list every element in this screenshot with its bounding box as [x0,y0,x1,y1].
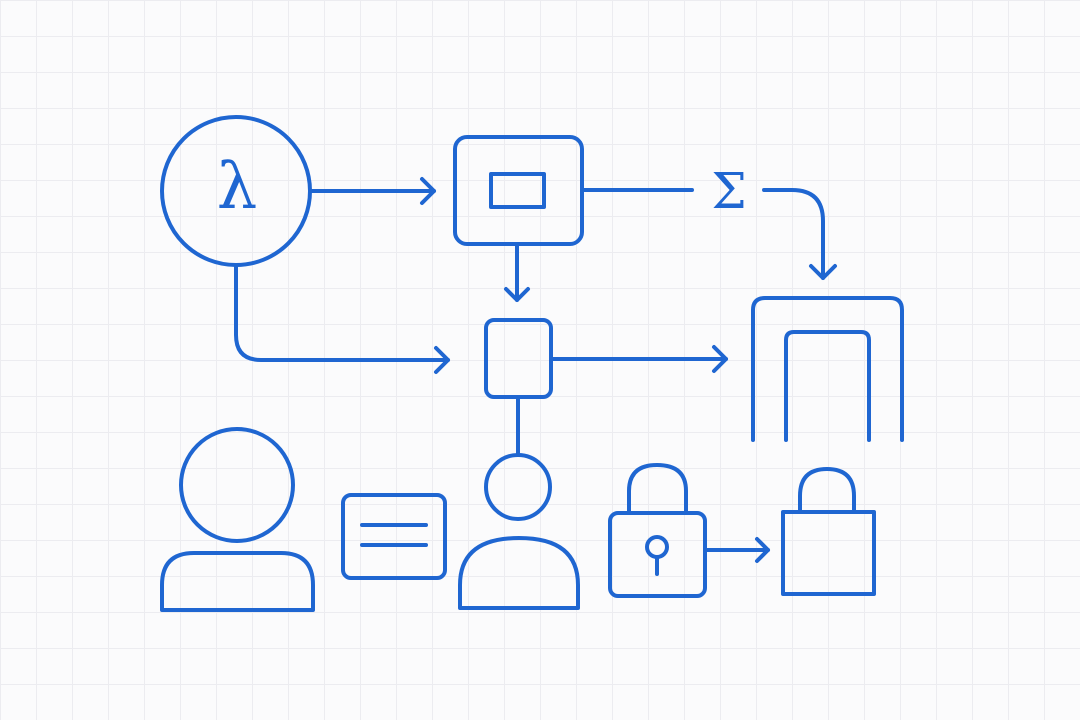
lambda-icon: λ [217,150,258,224]
gate-icon [751,296,904,442]
container-box-node [453,135,584,246]
padlock-keyhole-icon [608,463,707,598]
arrow-head-lambda-to-square [434,346,450,374]
sigma-icon: Σ [711,162,746,220]
padlock-keyhole-shackle [627,463,688,515]
container-outer-rect [453,135,584,246]
container-box-icon [489,172,546,209]
padlock-body [781,510,876,596]
user-left-body [160,551,315,612]
user-center-icon [458,453,580,610]
message-card-frame [341,493,447,580]
edge-lambda-to-square [234,265,450,362]
keyhole-circle [645,535,669,559]
user-left-icon [160,427,315,612]
message-card-icon [341,493,447,580]
padlock-keyhole-body [608,511,707,598]
user-left-head [179,427,295,543]
user-center-body [458,536,580,610]
padlock-shackle [798,467,856,514]
edge-sigma-to-gate [762,188,825,280]
arrow-head-square-to-gate [712,345,728,373]
arrow-head-lambda-to-container [420,177,436,205]
arrow-head-padlock-to-padlock [755,537,770,563]
arrow-head-sigma-to-gate [809,264,837,280]
arrow-head-container-to-square [504,287,530,302]
gate-inner-arch [784,330,871,442]
user-center-head [484,453,552,521]
gate-outer-arch [751,296,904,442]
edges [234,177,837,563]
padlock-icon [781,467,876,596]
lambda-node: λ [160,115,312,267]
square-node-icon [484,318,553,399]
